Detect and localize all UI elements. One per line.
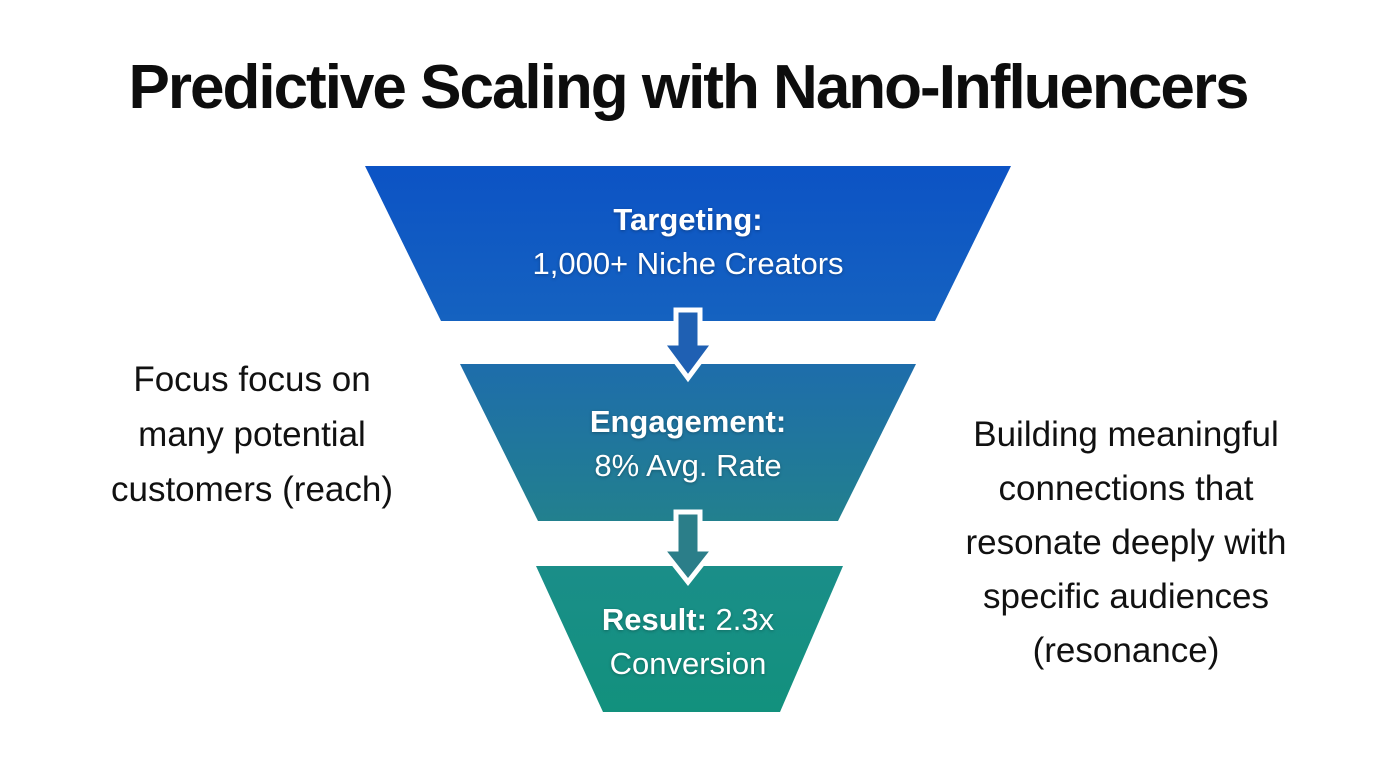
stage-label-value: 1,000+ Niche Creators	[532, 246, 844, 281]
funnel-stage-targeting-label: Targeting: 1,000+ Niche Creators	[388, 198, 988, 286]
funnel-stage-engagement-shape	[460, 364, 916, 521]
annotation-line: resonate deeply with	[965, 523, 1287, 562]
down-arrow-icon	[656, 509, 720, 587]
annotation-resonance: Building meaningful connections that res…	[925, 408, 1327, 678]
stage-label-value: 8% Avg. Rate	[594, 448, 782, 483]
funnel-stage-targeting-shape	[365, 166, 1011, 321]
annotation-line: many potential	[138, 415, 366, 454]
down-arrow-icon	[657, 307, 719, 383]
stage-label-heading: Result:	[601, 602, 707, 637]
annotation-line: customers (reach)	[110, 470, 394, 509]
annotation-line: Focus focus on	[133, 360, 371, 399]
annotation-line: connections that	[998, 469, 1254, 508]
funnel-stage-result-label: Result: 2.3x Conversion	[548, 598, 828, 686]
funnel-stage-engagement-label: Engagement: 8% Avg. Rate	[388, 400, 988, 488]
annotation-reach: Focus focus on many potential customers …	[52, 352, 452, 517]
funnel-stage-result-shape	[536, 566, 843, 712]
stage-label-heading: Engagement:	[589, 404, 787, 439]
stage-label-value: 2.3x Conversion	[609, 602, 775, 681]
annotation-line: (resonance)	[1032, 631, 1220, 670]
stage-label-heading: Targeting:	[613, 202, 763, 237]
page-title: Predictive Scaling with Nano-Influencers	[128, 53, 1250, 122]
annotation-line: Building meaningful	[973, 415, 1279, 454]
annotation-line: specific audiences	[983, 577, 1269, 616]
